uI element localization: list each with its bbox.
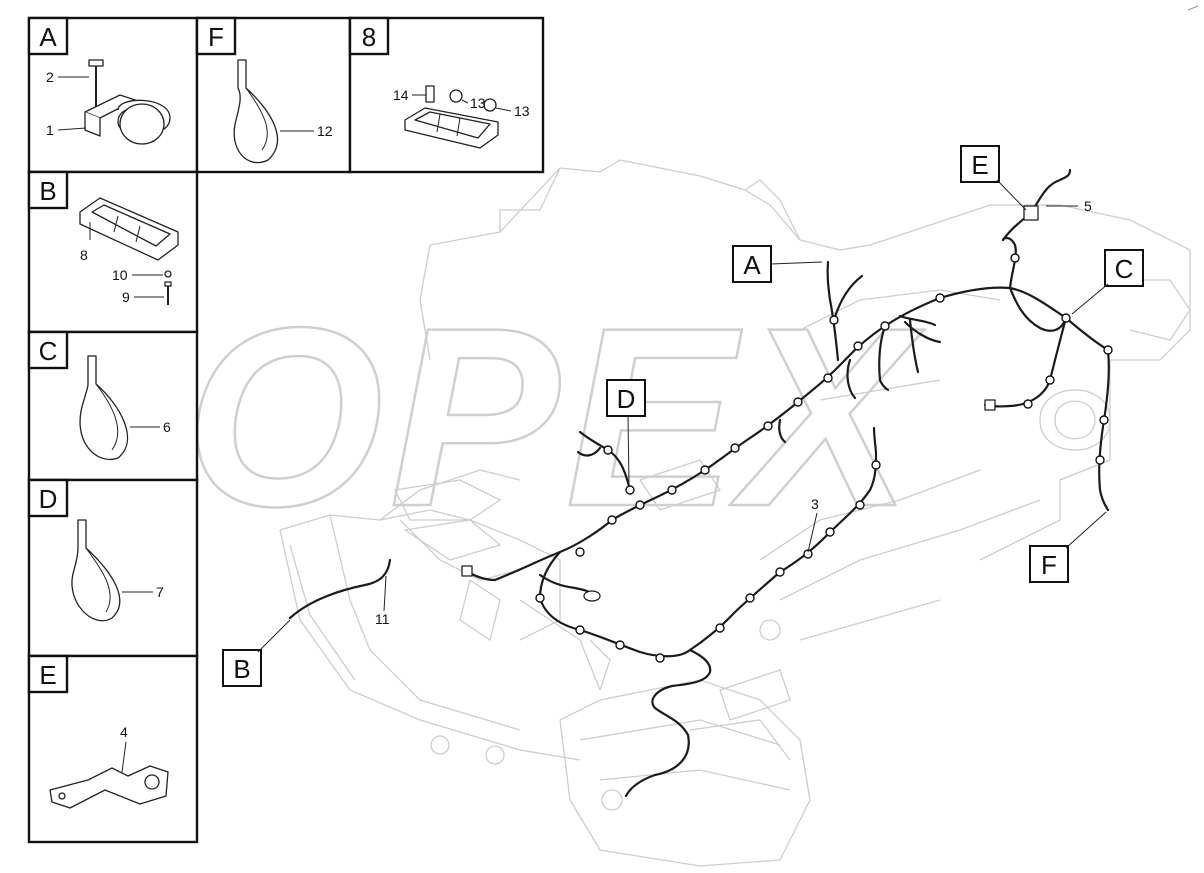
callout-D: D — [606, 379, 646, 487]
callout-A: A — [732, 245, 823, 283]
svg-text:7: 7 — [156, 584, 164, 600]
harness-clips — [535, 208, 1113, 663]
svg-text:10: 10 — [112, 267, 128, 283]
connector-plug — [583, 590, 601, 602]
panel-8-letter-box — [348, 16, 390, 56]
svg-text:D: D — [39, 484, 58, 514]
panel-A: A 2 1 — [27, 16, 171, 145]
svg-text:B: B — [39, 176, 56, 206]
machine-frame-outline — [279, 159, 1191, 867]
svg-text:9: 9 — [122, 289, 130, 305]
panel-B: B 8 10 9 — [27, 170, 179, 305]
panel-C-letter-box — [27, 330, 69, 370]
svg-text:B: B — [233, 654, 250, 684]
detail-panels: A 2 1 F 12 8 — [27, 16, 545, 844]
connector-left — [461, 565, 473, 577]
svg-text:6: 6 — [163, 419, 171, 435]
part-label-3: 3 — [807, 496, 819, 553]
callout-B: B — [222, 619, 291, 687]
panel-D-letter-box — [27, 478, 69, 518]
panel-E-letter-box — [27, 654, 69, 694]
part-label-11: 11 — [375, 575, 390, 627]
svg-text:3: 3 — [811, 496, 819, 512]
panel-C: C 6 — [27, 330, 171, 461]
panel-D: D 7 — [27, 478, 164, 622]
svg-text:1: 1 — [46, 122, 54, 138]
svg-text:5: 5 — [1084, 198, 1092, 214]
svg-text:2: 2 — [46, 69, 54, 85]
svg-text:4: 4 — [120, 724, 128, 740]
callout-F: F — [1029, 511, 1107, 583]
panel-A-letter-box — [27, 16, 69, 56]
svg-text:D: D — [617, 384, 636, 414]
svg-text:E: E — [39, 660, 56, 690]
main-harness — [288, 168, 1113, 798]
panel-F-letter-box — [195, 16, 237, 56]
connector-rear — [1023, 205, 1039, 221]
svg-text:C: C — [1115, 254, 1134, 284]
svg-text:13: 13 — [470, 95, 486, 111]
callout-E: E — [960, 145, 1027, 211]
callout-C: C — [1071, 249, 1144, 315]
svg-text:F: F — [208, 22, 224, 52]
svg-text:11: 11 — [375, 611, 390, 627]
svg-text:A: A — [39, 22, 57, 52]
svg-text:14: 14 — [393, 87, 409, 103]
panel-F: F 12 — [195, 16, 333, 164]
svg-text:12: 12 — [317, 123, 333, 139]
connector-right — [984, 399, 996, 411]
svg-text:A: A — [743, 250, 761, 280]
svg-text:13: 13 — [514, 103, 530, 119]
panel-8: 8 14 13 13 — [348, 16, 530, 149]
svg-text:E: E — [971, 150, 988, 180]
part-label-5: 5 — [1046, 198, 1092, 214]
svg-text:8: 8 — [80, 247, 88, 263]
panel-E: E 4 — [27, 654, 169, 809]
watermark-text: OPEX — [185, 275, 925, 560]
svg-text:F: F — [1041, 550, 1057, 580]
svg-text:C: C — [39, 336, 58, 366]
svg-text:8: 8 — [362, 22, 376, 52]
corner-mark — [1187, 5, 1199, 11]
panel-B-letter-box — [27, 170, 69, 210]
